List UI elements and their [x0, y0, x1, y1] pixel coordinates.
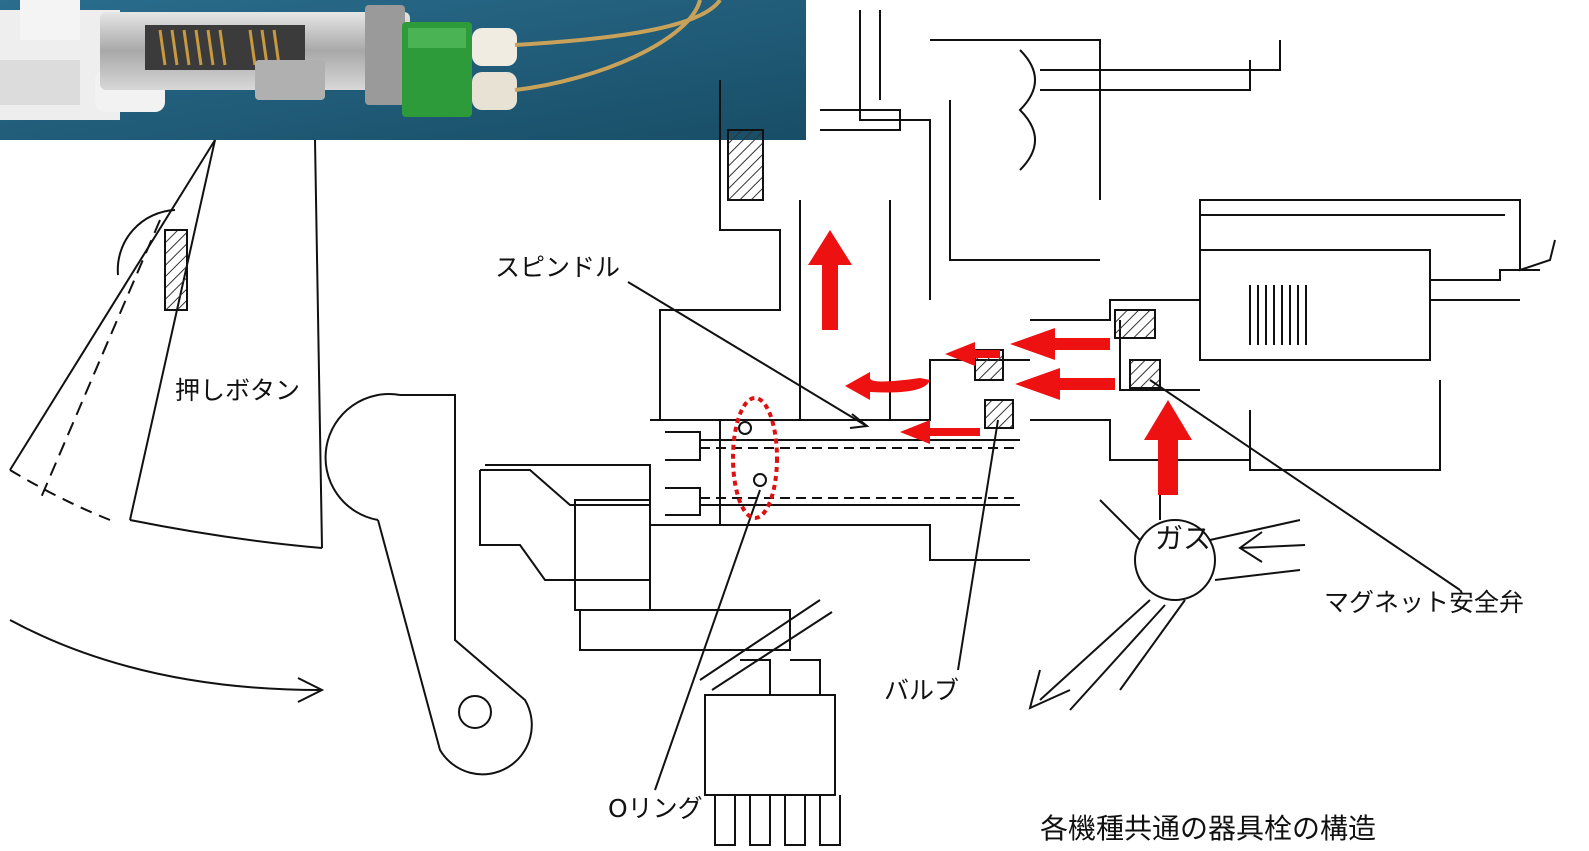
sector-edge-left	[9, 139, 216, 471]
magnet-valve-leader	[1149, 379, 1461, 591]
push-button-label: 押しボタン	[175, 376, 301, 405]
caption: 各機種共通の器具栓の構造	[1040, 812, 1377, 845]
photo-inset	[0, 0, 806, 140]
spindle-label: スピンドル	[495, 253, 621, 282]
o-ring-leader	[654, 489, 761, 791]
magnet-valve-label: マグネット安全弁	[1324, 588, 1525, 617]
o-ring-highlight	[731, 396, 779, 520]
photo-illustration	[0, 0, 806, 140]
valve-label: バルブ	[884, 676, 960, 705]
gas-label: ガス	[1155, 522, 1212, 555]
spindle-leader	[627, 281, 866, 426]
valve-leader	[957, 419, 999, 671]
o-ring-label: Oリング	[608, 794, 703, 823]
flow-arrows	[808, 230, 1192, 495]
